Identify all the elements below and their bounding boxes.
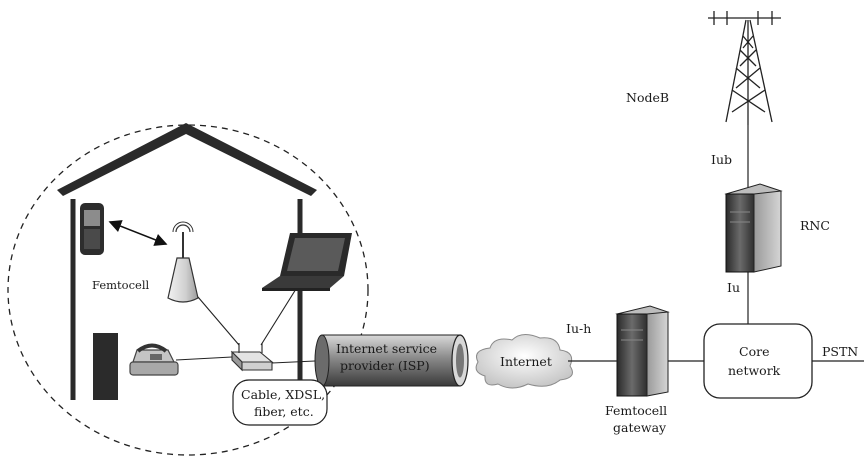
gateway-label-line2: gateway bbox=[613, 420, 667, 435]
pstn-label: PSTN bbox=[822, 344, 858, 359]
lan-wiring bbox=[175, 288, 316, 364]
nodeb-tower-icon bbox=[708, 11, 781, 125]
internet-cloud-icon bbox=[475, 334, 573, 389]
desk-telephone-icon bbox=[129, 343, 179, 376]
access-label-line2: fiber, etc. bbox=[254, 404, 314, 419]
isp-pipe-icon bbox=[314, 334, 469, 387]
rnc-label: RNC bbox=[800, 218, 830, 233]
access-label-line1: Cable, XDSL, bbox=[241, 387, 325, 402]
femtocell-icon bbox=[167, 221, 199, 303]
iu-label: Iu bbox=[727, 280, 740, 295]
core-network-box bbox=[703, 323, 813, 399]
isp-label-line2: provider (ISP) bbox=[340, 358, 430, 373]
laptop-icon bbox=[262, 233, 352, 291]
femtocell-gateway-server-icon bbox=[615, 305, 670, 397]
iuh-label: Iu-h bbox=[566, 321, 591, 336]
router-icon bbox=[230, 343, 274, 372]
isp-label-line1: Internet service bbox=[336, 341, 437, 356]
core-label-line1: Core bbox=[739, 344, 769, 359]
house-icon bbox=[57, 123, 317, 400]
access-technology-box bbox=[232, 379, 328, 426]
rnc-server-icon bbox=[724, 183, 783, 273]
internet-label: Internet bbox=[500, 354, 552, 369]
core-label-line2: network bbox=[728, 363, 781, 378]
nodeb-label: NodeB bbox=[626, 90, 669, 105]
iub-label: Iub bbox=[711, 152, 732, 167]
radio-link-arrow bbox=[108, 220, 168, 246]
door-icon bbox=[93, 333, 118, 400]
femtocell-label: Femtocell bbox=[92, 278, 150, 292]
mobile-phone-icon bbox=[80, 203, 104, 255]
gateway-label-line1: Femtocell bbox=[605, 403, 667, 418]
home-coverage-area bbox=[7, 124, 369, 456]
